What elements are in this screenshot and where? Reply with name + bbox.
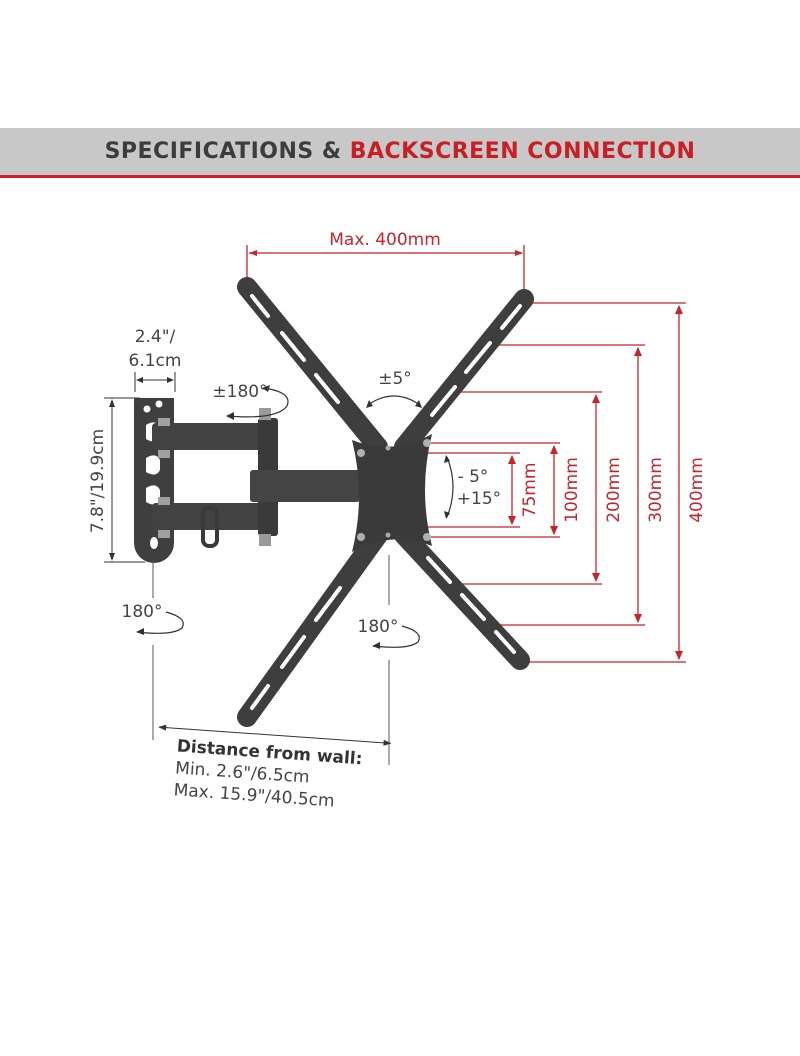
wall-plate-width-line2: 6.1cm <box>129 351 182 371</box>
distance-max: Max. 15.9"/40.5cm <box>173 780 335 811</box>
wall-plate-width-dimension: 2.4"/ 6.1cm <box>129 327 182 392</box>
distance-from-wall: Distance from wall: Min. 2.6"/6.5cm Max.… <box>158 724 392 812</box>
vesa-200-label: 200mm <box>604 457 624 523</box>
head-pivot-annotation: 180° <box>358 555 420 765</box>
tilt-annotation: - 5° +15° <box>444 455 501 519</box>
wall-pivot-annotation: 180° <box>122 560 184 740</box>
vesa-dimension-lines <box>420 302 686 663</box>
vesa-400-label: 400mm <box>687 457 707 523</box>
rotation-label: ±5° <box>378 369 412 389</box>
tilt-up-label: +15° <box>457 489 501 509</box>
section-header: SPECIFICATIONS & BACKSCREEN CONNECTION <box>0 128 800 178</box>
head-pivot-label: 180° <box>358 617 399 637</box>
max-width-label: Max. 400mm <box>329 230 441 250</box>
wall-plate-height-label: 7.8"/19.9cm <box>88 429 108 533</box>
vesa-arrowheads <box>508 305 683 660</box>
vesa-75-label: 75mm <box>520 463 540 518</box>
vesa-labels: 75mm 100mm 200mm 300mm 400mm <box>520 457 707 523</box>
title-part-specs: SPECIFICATIONS & <box>104 139 350 164</box>
wall-plate-width-line1: 2.4"/ <box>135 327 176 347</box>
vesa-300-label: 300mm <box>646 457 666 523</box>
arm-swivel-annotation: ±180° <box>212 382 289 420</box>
arm-swivel-label: ±180° <box>212 382 267 402</box>
wall-pivot-label: 180° <box>122 602 163 622</box>
vesa-x-plate <box>237 277 534 727</box>
vesa-100-label: 100mm <box>562 457 582 523</box>
tilt-down-label: - 5° <box>458 467 489 487</box>
max-width-dimension: Max. 400mm <box>246 230 525 300</box>
rotation-annotation: ±5° <box>366 369 422 408</box>
title-part-backscreen: BACKSCREEN CONNECTION <box>349 139 696 164</box>
section-title: SPECIFICATIONS & BACKSCREEN CONNECTION <box>105 139 696 164</box>
swing-arm <box>152 408 360 548</box>
